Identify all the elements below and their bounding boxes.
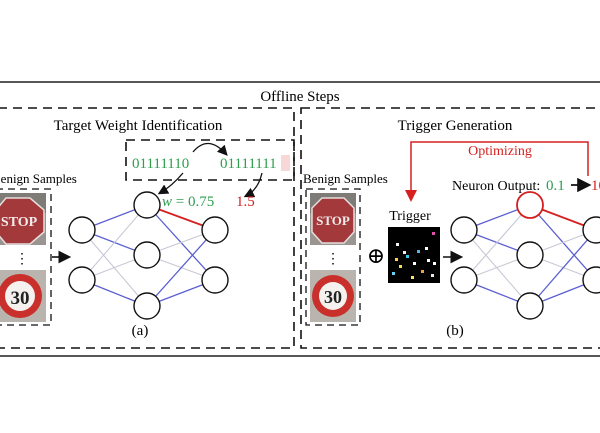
neuron <box>450 266 478 294</box>
speed-limit-text: 30 <box>11 288 30 309</box>
weight-label: w = 0.75 <box>162 194 214 210</box>
neuron <box>133 292 161 320</box>
neuron <box>201 216 229 244</box>
trigger-pixel <box>421 270 424 273</box>
panel-a-frame <box>0 107 295 349</box>
trigger-pixel <box>433 262 436 265</box>
speed-limit-text-b: 30 <box>324 287 342 307</box>
new-value-arrow <box>243 172 263 198</box>
bits-after: 01111111 <box>220 156 277 172</box>
stop-sign-text-b: STOP <box>316 213 350 228</box>
panel-a-ellipsis: ⋮ <box>15 252 29 267</box>
bit-flip-box <box>125 139 295 181</box>
stop-sign-text: STOP <box>1 215 38 230</box>
neuron <box>68 216 96 244</box>
network-edge <box>81 204 148 281</box>
offline-steps-title: Offline Steps <box>260 89 339 105</box>
target-neuron <box>516 191 544 219</box>
trigger-pixel <box>413 262 416 265</box>
neuron-output-from: 0.1 <box>546 178 565 194</box>
trigger-pixel <box>406 255 409 258</box>
panel-b-heading: Trigger Generation <box>398 118 513 134</box>
trigger-pixel <box>431 274 434 277</box>
trigger-pixel <box>432 232 435 235</box>
panel-trigger-generation: Trigger Generation Benign Samples STOP ⋮… <box>300 107 600 349</box>
weight-arrow <box>157 172 184 195</box>
network-edge <box>529 229 597 307</box>
new-weight-value: 1.5 <box>236 194 255 210</box>
trigger-pixel <box>411 276 414 279</box>
panel-a-heading: Target Weight Identification <box>54 118 223 134</box>
panel-b-frame <box>300 107 600 349</box>
panel-b-samples-label: Benign Samples <box>303 171 388 186</box>
panel-b-ellipsis: ⋮ <box>326 252 340 267</box>
neuron <box>133 241 161 269</box>
stop-sign-image-b: STOP <box>310 193 356 245</box>
panel-target-weight-identification: Target Weight Identification Benign Samp… <box>0 107 295 349</box>
neuron <box>450 216 478 244</box>
neural-network-b <box>450 191 600 320</box>
trigger-pixel <box>395 258 398 261</box>
neural-network-a <box>68 191 229 320</box>
trigger-pixel <box>396 243 399 246</box>
bits-before: 01111110 <box>132 156 189 172</box>
trigger-pixel <box>417 250 420 253</box>
stop-sign-image: STOP <box>0 193 46 245</box>
panel-a-caption: (a) <box>132 323 149 339</box>
panel-b-caption: (b) <box>446 323 464 339</box>
network-edge <box>146 229 216 307</box>
offline-steps-frame <box>0 81 600 357</box>
trigger-pixel <box>399 265 402 268</box>
neuron <box>516 292 544 320</box>
optimizing-label: Optimizing <box>468 144 532 159</box>
trigger-label: Trigger <box>389 209 431 224</box>
combine-symbol: ⊕ <box>367 243 385 268</box>
neuron <box>582 266 600 294</box>
trigger-pixel <box>425 247 428 250</box>
speed-limit-image: 30 <box>0 270 46 322</box>
panel-a-samples-label: Benign Samples <box>0 171 77 186</box>
flipped-bit-highlight <box>281 155 290 171</box>
bit-flip-arrow <box>192 142 228 156</box>
trigger-pixel <box>392 272 395 275</box>
neuron <box>68 266 96 294</box>
trigger-pixel <box>427 259 430 262</box>
neuron-output-to: 10 <box>591 178 600 194</box>
network-edge <box>463 204 531 281</box>
neuron <box>201 266 229 294</box>
neuron <box>516 241 544 269</box>
speed-limit-image-b: 30 <box>310 270 356 322</box>
neuron <box>133 191 161 219</box>
optimizing-loop-arrow <box>405 141 589 202</box>
trigger-pattern <box>388 227 440 283</box>
neuron <box>582 216 600 244</box>
trigger-pixel <box>403 251 406 254</box>
panel-a-samples-box <box>0 188 52 326</box>
neuron-output-label: Neuron Output: <box>452 179 540 194</box>
panel-b-samples-box <box>305 188 361 326</box>
